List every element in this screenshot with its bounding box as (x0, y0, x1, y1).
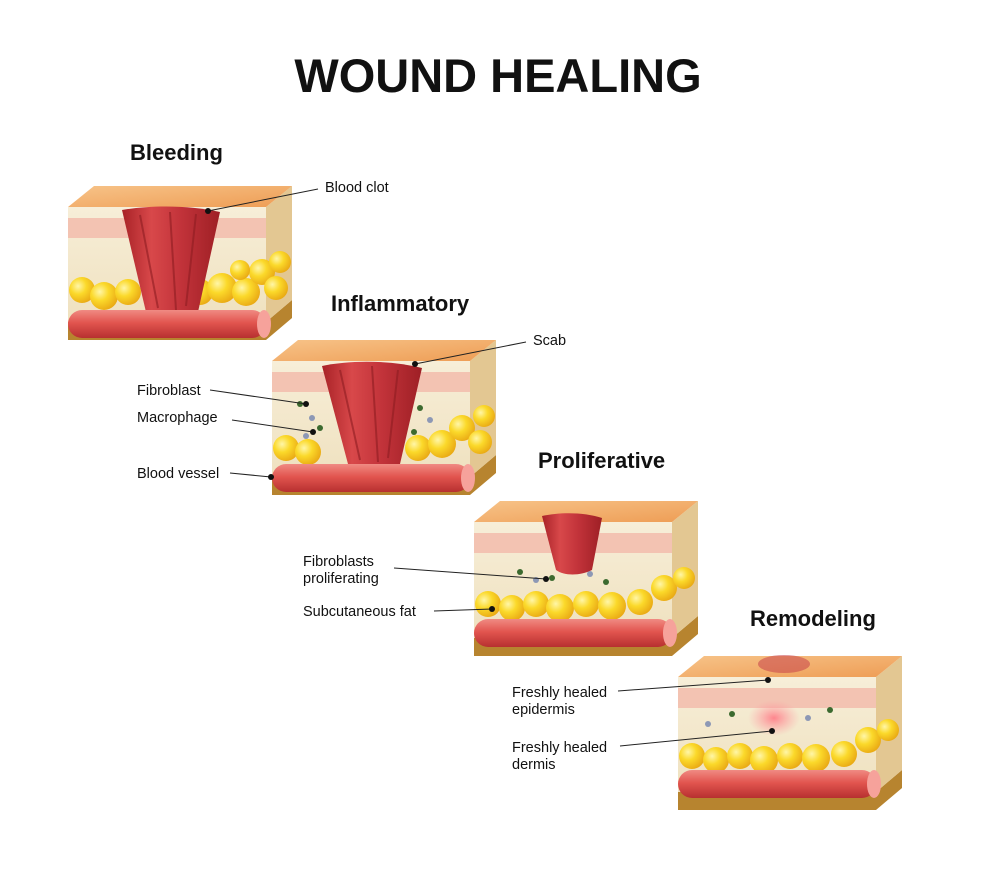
svg-text:Freshly healed: Freshly healed (512, 685, 607, 701)
svg-text:Blood clot: Blood clot (325, 180, 389, 196)
stage-title-proliferative: Proliferative (538, 448, 665, 473)
blood-vessel-proliferative (474, 619, 677, 647)
svg-text:Fibroblasts: Fibroblasts (303, 554, 374, 570)
svg-text:Scab: Scab (533, 333, 566, 349)
svg-text:proliferating: proliferating (303, 571, 379, 587)
main-title: WOUND HEALING (294, 49, 701, 102)
blood-vessel-remodeling (678, 770, 881, 798)
skin-block-inflammatory (272, 340, 496, 495)
svg-text:Freshly healed: Freshly healed (512, 740, 607, 756)
stage-title-bleeding: Bleeding (130, 140, 223, 165)
svg-text:dermis: dermis (512, 757, 556, 773)
skin-block-bleeding (68, 186, 292, 340)
label-blood-vessel: Blood vessel (137, 466, 274, 482)
skin-block-remodeling (678, 655, 902, 810)
svg-text:epidermis: epidermis (512, 702, 575, 718)
stage-title-inflammatory: Inflammatory (331, 291, 470, 316)
stage-title-remodeling: Remodeling (750, 606, 876, 631)
skin-block-proliferative (474, 501, 698, 656)
blood-vessel-inflammatory (272, 464, 475, 492)
svg-text:Macrophage: Macrophage (137, 410, 218, 426)
svg-text:Subcutaneous fat: Subcutaneous fat (303, 604, 416, 620)
svg-text:Blood vessel: Blood vessel (137, 466, 219, 482)
label-subcutaneous-fat: Subcutaneous fat (303, 604, 495, 620)
svg-text:Fibroblast: Fibroblast (137, 383, 201, 399)
blood-vessel-bleeding (68, 310, 271, 338)
healed-epidermis-mark (758, 655, 810, 673)
